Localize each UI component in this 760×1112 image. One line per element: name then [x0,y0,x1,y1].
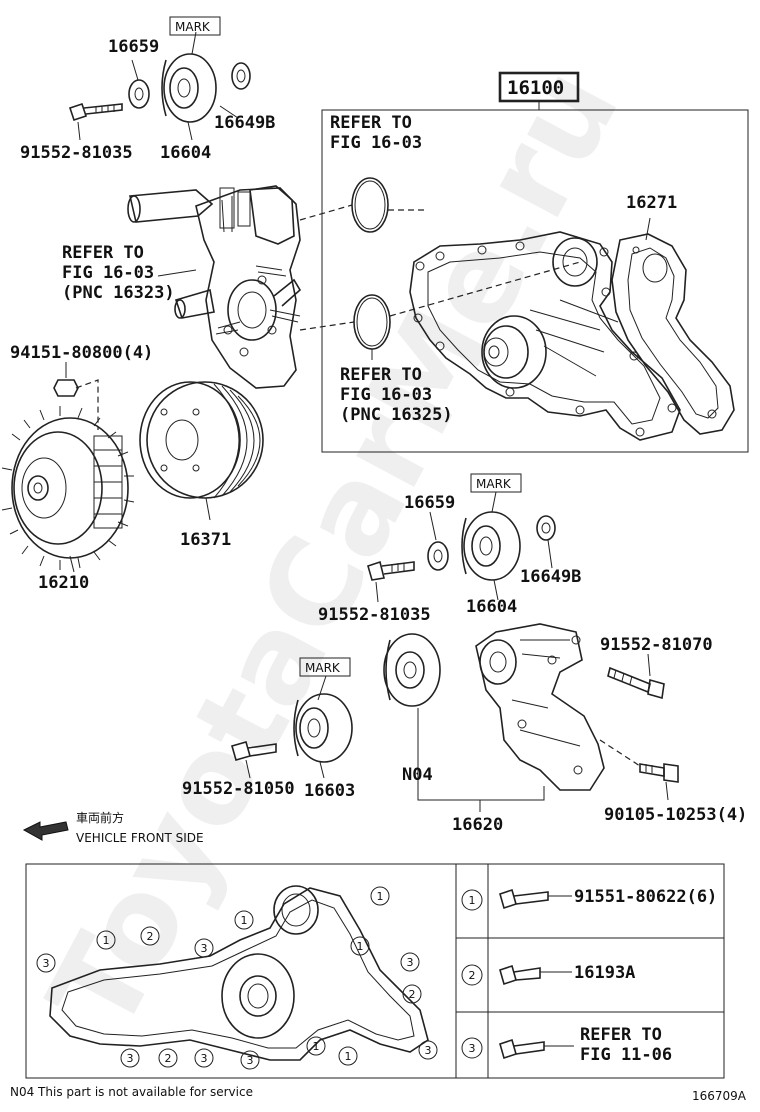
refer-text-1a: REFER TO [330,113,412,133]
label-16603: 16603 [304,781,355,801]
bolt-91552-81070 [607,666,665,700]
svg-text:2: 2 [165,1052,172,1065]
washer-16649b-mid [536,515,556,541]
label-16659-top: 16659 [108,37,159,57]
washer-16649b-top [231,62,251,90]
legend-label-1: 91551-80622(6) [574,887,717,907]
washer-16659-mid [427,541,449,571]
bolt-location-panel [25,863,725,1079]
legend-number-1: 1 [469,894,476,907]
water-pump-body [409,231,681,441]
legend-number-3: 3 [469,1042,476,1055]
idler-pulley-top [161,53,217,123]
label-91552-81070: 91552-81070 [600,635,713,655]
legend-row-2: 2 16193A [461,963,635,986]
mark-label-low: MARK [305,661,341,675]
fan-pulley-16371 [139,381,264,499]
mark-label-top: MARK [175,20,211,34]
bolt-90105-10253 [639,763,679,783]
svg-text:3: 3 [201,1052,208,1065]
gasket-outline-bottom [49,885,429,1061]
svg-text:1: 1 [377,890,384,903]
tensioner-pulley-n04 [383,633,441,707]
label-16649b-top: 16649B [214,113,275,133]
figure-code: 166709A [692,1089,747,1103]
refer-text-2b: FIG 16-03 [62,263,154,283]
svg-text:2: 2 [409,988,416,1001]
label-16271: 16271 [626,193,677,213]
vehicle-front-jp: 車両前方 [76,810,124,825]
label-91552-81035-top: 91552-81035 [20,143,133,163]
label-16100: 16100 [507,77,564,99]
refer-text-1b: FIG 16-03 [330,133,422,153]
label-16659-mid: 16659 [404,493,455,513]
svg-text:3: 3 [247,1054,254,1067]
svg-text:3: 3 [127,1052,134,1065]
label-91552-81050: 91552-81050 [182,779,295,799]
svg-text:1: 1 [357,940,364,953]
legend-label-2: 16193A [574,963,635,983]
gasket-16271 [611,233,735,435]
legend-number-2: 2 [469,969,476,982]
label-16371: 16371 [180,530,231,550]
pump-pulley-hub [481,315,547,389]
watermark: ToyotaCarMe.ru [23,47,646,1054]
refer-text-3c: (PNC 16325) [340,405,453,425]
vehicle-front-en: VEHICLE FRONT SIDE [76,831,204,845]
bolt-91552-81035-mid [367,560,415,581]
legend-row-3: 3 REFER TO FIG 11-06 [461,1025,672,1065]
idler-pulley-16603 [293,693,353,763]
svg-text:3: 3 [425,1044,432,1057]
svg-text:3: 3 [407,956,414,969]
fan-clutch-16210 [1,406,135,570]
svg-text:1: 1 [241,914,248,927]
svg-text:1: 1 [313,1040,320,1053]
label-90105-10253: 90105-10253(4) [604,805,747,825]
footnote: N04 This part is not available for servi… [10,1085,253,1099]
label-n04: N04 [402,765,433,785]
svg-text:1: 1 [345,1050,352,1063]
mark-label-mid: MARK [476,477,512,491]
legend-row-1: 1 91551-80622(6) [461,887,717,911]
bolt-91552-81050 [231,741,277,761]
label-16604-top: 16604 [160,143,211,163]
bolt-callouts [36,886,438,1070]
label-16620: 16620 [452,815,503,835]
label-16604-mid: 16604 [466,597,517,617]
svg-text:3: 3 [201,942,208,955]
o-ring-upper [351,177,389,233]
bolt-91552-81035-top [68,102,123,122]
refer-text-2c: (PNC 16323) [62,283,175,303]
legend-label-3a: REFER TO [580,1025,662,1045]
idler-pulley-mid [461,511,521,581]
label-91552-81035-mid: 91552-81035 [318,605,431,625]
water-inlet-housing [127,185,302,389]
water-pump-assembly-frame [321,109,749,453]
washer-16659-top [128,79,150,109]
refer-text-3a: REFER TO [340,365,422,385]
bolt-callout-numbers: 3 1 2 3 1 1 1 3 2 3 1 1 3 2 3 3 [43,890,432,1067]
svg-text:3: 3 [43,957,50,970]
vehicle-front-arrow-icon [22,821,69,841]
label-16210: 16210 [38,573,89,593]
nut-94151 [53,379,79,397]
svg-text:2: 2 [147,930,154,943]
refer-text-2a: REFER TO [62,243,144,263]
refer-text-3b: FIG 16-03 [340,385,432,405]
label-94151-80800: 94151-80800(4) [10,343,153,363]
legend-label-3b: FIG 11-06 [580,1045,672,1065]
tensioner-bracket [475,623,605,791]
label-16649b-mid: 16649B [520,567,581,587]
svg-text:1: 1 [103,934,110,947]
